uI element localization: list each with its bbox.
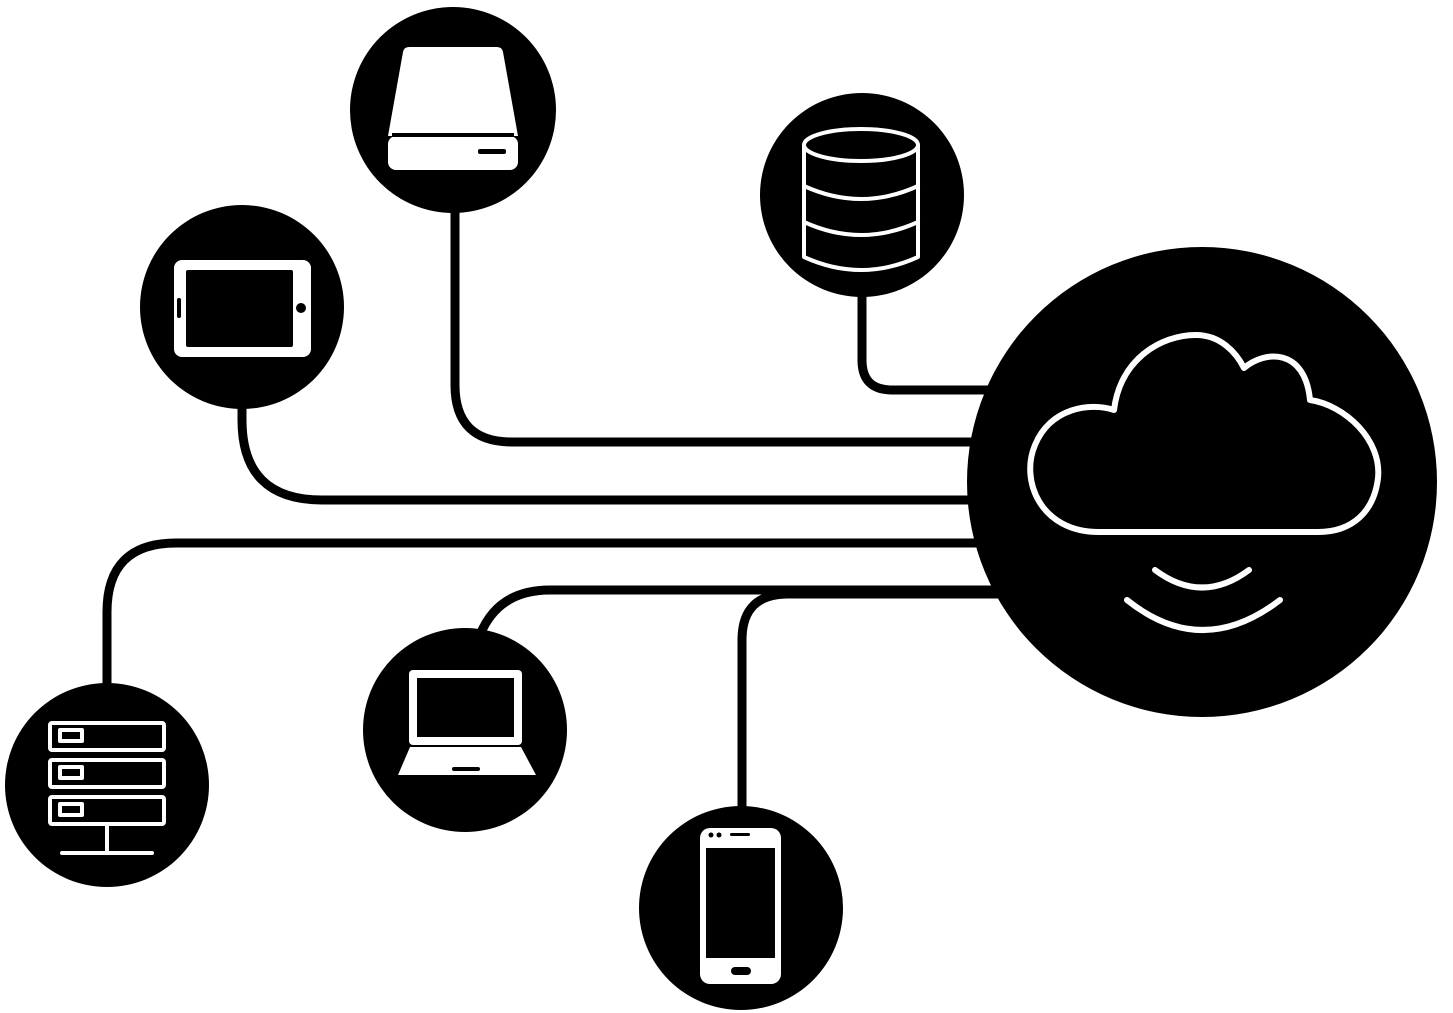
wireless-cloud-icon: [1027, 332, 1382, 633]
connector-tablet: [237, 400, 995, 505]
connector-server: [102, 538, 995, 695]
connectors: [102, 200, 1005, 815]
laptop-icon: [398, 670, 536, 775]
connector-hard-drive: [450, 200, 995, 447]
server-node: [5, 683, 209, 887]
connector-database: [857, 285, 1005, 395]
smartphone-node: [639, 806, 843, 1010]
database-icon: [802, 127, 920, 272]
cloud-hub-node: [967, 247, 1437, 717]
tablet-node: [140, 205, 344, 409]
hard-drive-node: [350, 7, 556, 213]
tablet-icon: [174, 260, 311, 357]
database-node: [760, 93, 964, 297]
server-rack-icon: [48, 721, 166, 855]
connector-laptop: [475, 585, 1005, 640]
connector-phone: [737, 589, 1005, 815]
smartphone-icon: [700, 828, 781, 984]
laptop-node: [363, 628, 567, 832]
external-hard-drive-icon: [388, 47, 518, 170]
